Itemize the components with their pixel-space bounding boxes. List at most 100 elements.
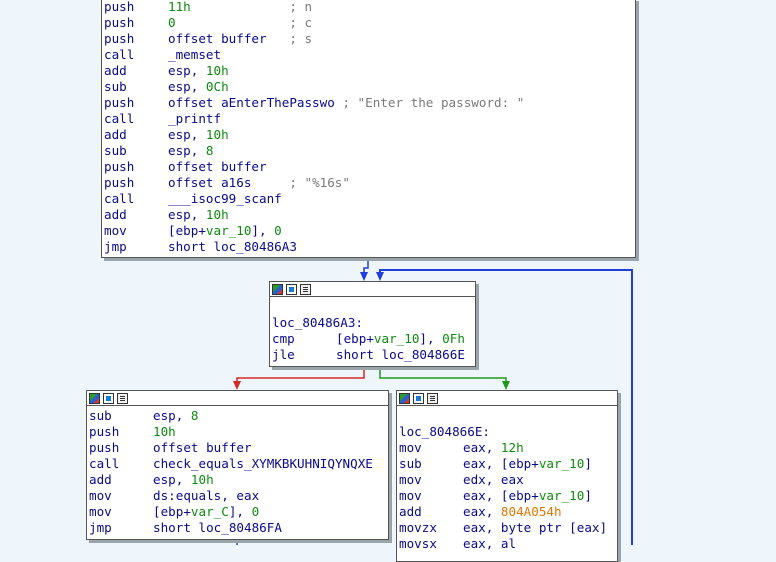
color-palette-icon[interactable]: [89, 392, 100, 404]
operand[interactable]: short loc_80486A3: [168, 239, 297, 254]
instruction-line[interactable]: sub esp, 8: [89, 408, 388, 424]
mnemonic[interactable]: mov: [399, 440, 422, 455]
operand[interactable]: eax, 804A054h: [463, 504, 562, 519]
instruction-line[interactable]: call _printf: [104, 111, 635, 127]
instruction-line[interactable]: add esp, 10h: [104, 127, 635, 143]
instruction-line[interactable]: jmp short loc_80486A3: [104, 239, 635, 255]
mnemonic[interactable]: push: [89, 440, 120, 455]
mnemonic[interactable]: call: [104, 191, 135, 206]
mnemonic[interactable]: add: [104, 207, 127, 222]
list-view-icon[interactable]: [300, 283, 311, 295]
block-label[interactable]: loc_80486A3:: [272, 315, 363, 330]
operand[interactable]: esp, 10h: [168, 127, 229, 142]
operand[interactable]: short loc_80486FA: [153, 520, 282, 535]
operand[interactable]: eax, byte ptr [eax]: [463, 520, 608, 535]
mnemonic[interactable]: add: [104, 63, 127, 78]
operand[interactable]: offset buffer: [168, 31, 267, 46]
instruction-line[interactable]: add esp, 10h: [89, 472, 388, 488]
operand[interactable]: esp, 8: [153, 408, 199, 423]
operand[interactable]: [ebp+var_10], 0: [168, 223, 282, 238]
mnemonic[interactable]: push: [104, 0, 135, 14]
instruction-line[interactable]: add eax, 804A054h: [399, 504, 617, 520]
operand[interactable]: esp, 10h: [153, 472, 214, 487]
mnemonic[interactable]: push: [89, 424, 120, 439]
operand[interactable]: ds:equals, eax: [153, 488, 260, 503]
instruction-line[interactable]: movzx eax, byte ptr [eax]: [399, 520, 617, 536]
mnemonic[interactable]: sub: [399, 456, 422, 471]
operand[interactable]: eax, al: [463, 536, 517, 551]
operand[interactable]: [ebp+var_C], 0: [153, 504, 260, 519]
mnemonic[interactable]: add: [89, 472, 112, 487]
instruction-line[interactable]: sub eax, [ebp+var_10]: [399, 456, 617, 472]
mnemonic[interactable]: push: [104, 31, 135, 46]
mnemonic[interactable]: add: [399, 504, 422, 519]
operand[interactable]: _printf: [168, 111, 222, 126]
instruction-line[interactable]: push offset buffer: [89, 440, 388, 456]
instruction-line[interactable]: cmp [ebp+var_10], 0Fh: [272, 331, 475, 347]
operand[interactable]: esp, 0Ch: [168, 79, 229, 94]
mnemonic[interactable]: mov: [89, 488, 112, 503]
graph-view-icon[interactable]: [103, 392, 114, 404]
mnemonic[interactable]: add: [104, 127, 127, 142]
operand[interactable]: 11h: [168, 0, 191, 14]
mnemonic[interactable]: push: [104, 95, 135, 110]
instruction-line[interactable]: mov [ebp+var_10], 0: [104, 223, 635, 239]
operand[interactable]: eax, [ebp+var_10]: [463, 488, 592, 503]
instruction-line[interactable]: call ___isoc99_scanf: [104, 191, 635, 207]
graph-view-icon[interactable]: [286, 283, 297, 295]
mnemonic[interactable]: sub: [89, 408, 112, 423]
mnemonic[interactable]: push: [104, 159, 135, 174]
operand[interactable]: offset buffer: [153, 440, 252, 455]
instruction-line[interactable]: sub esp, 0Ch: [104, 79, 635, 95]
mnemonic[interactable]: jmp: [104, 239, 127, 254]
operand[interactable]: offset aEnterThePasswo: [168, 95, 335, 110]
operand[interactable]: ___isoc99_scanf: [168, 191, 282, 206]
instruction-line[interactable]: call_memset: [104, 47, 635, 63]
mnemonic[interactable]: movzx: [399, 520, 437, 535]
mnemonic[interactable]: sub: [104, 79, 127, 94]
mnemonic[interactable]: mov: [104, 223, 127, 238]
operand[interactable]: [ebp+var_10], 0Fh: [336, 331, 465, 346]
instruction-line[interactable]: add esp, 10h: [104, 207, 635, 223]
operand[interactable]: esp, 10h: [168, 63, 229, 78]
instruction-line[interactable]: mov ds:equals, eax: [89, 488, 388, 504]
mnemonic[interactable]: call: [104, 111, 135, 126]
operand[interactable]: 0: [168, 15, 176, 30]
mnemonic[interactable]: movsx: [399, 536, 437, 551]
operand[interactable]: edx, eax: [463, 472, 524, 487]
operand[interactable]: eax, [ebp+var_10]: [463, 456, 592, 471]
instruction-line[interactable]: mov eax, [ebp+var_10]: [399, 488, 617, 504]
mnemonic[interactable]: mov: [399, 488, 422, 503]
mnemonic[interactable]: call: [104, 47, 135, 62]
mnemonic[interactable]: jmp: [89, 520, 112, 535]
mnemonic[interactable]: cmp: [272, 331, 295, 346]
operand[interactable]: esp, 8: [168, 143, 214, 158]
list-view-icon[interactable]: [427, 392, 438, 404]
instruction-line[interactable]: mov eax, 12h: [399, 440, 617, 456]
color-palette-icon[interactable]: [272, 283, 283, 295]
mnemonic[interactable]: mov: [89, 504, 112, 519]
instruction-line[interactable]: jmp short loc_80486FA: [89, 520, 388, 536]
operand[interactable]: esp, 10h: [168, 207, 229, 222]
mnemonic[interactable]: sub: [104, 143, 127, 158]
color-palette-icon[interactable]: [399, 392, 410, 404]
instruction-line[interactable]: add esp, 10h: [104, 63, 635, 79]
mnemonic[interactable]: jle: [272, 347, 295, 362]
mnemonic[interactable]: push: [104, 175, 135, 190]
operand[interactable]: eax, 12h: [463, 440, 524, 455]
operand[interactable]: offset a16s: [168, 175, 252, 190]
instruction-line[interactable]: sub esp, 8: [104, 143, 635, 159]
